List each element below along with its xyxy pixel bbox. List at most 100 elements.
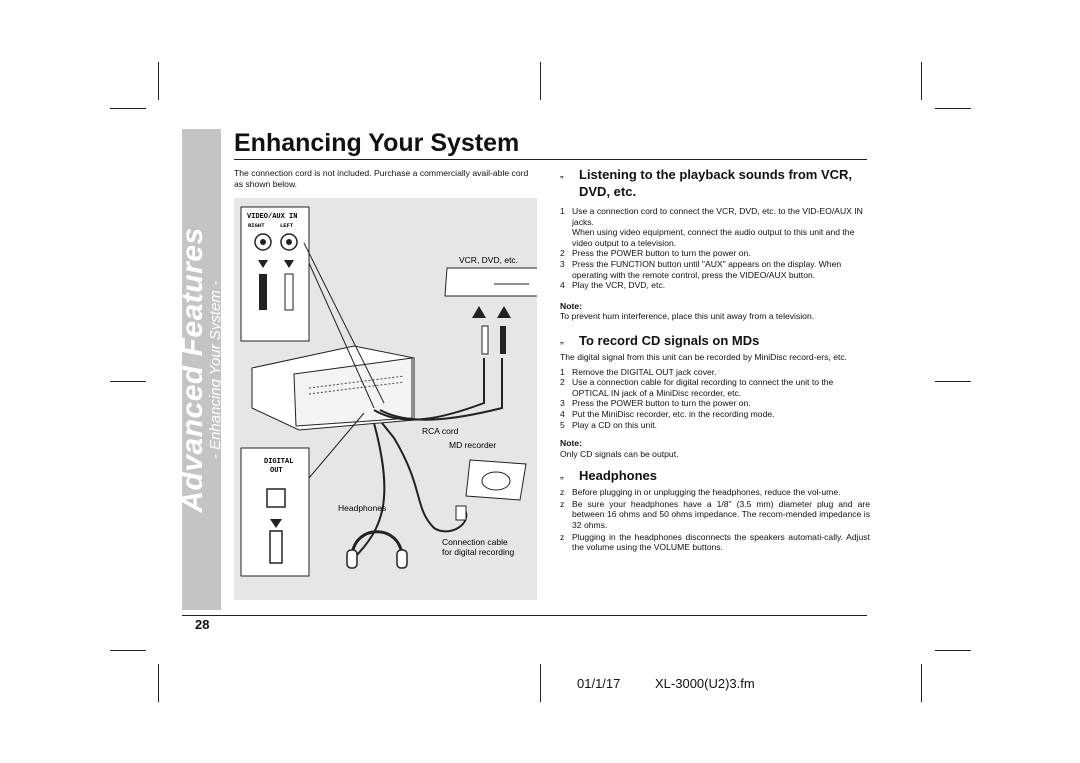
footer-date: 01/1/17: [577, 676, 621, 691]
page-number: 28: [195, 617, 210, 632]
cable-line: [308, 412, 365, 479]
list-item: 3 Press the POWER button to turn the powe…: [560, 398, 870, 409]
heading-bullet: „: [560, 168, 564, 180]
digital-out-label: OUT: [270, 467, 283, 475]
left-jack-center: [286, 239, 292, 245]
item-text: Before plugging in or unplugging the hea…: [572, 487, 841, 498]
note-label: Note:: [560, 438, 582, 449]
section-sidebar: [182, 129, 221, 610]
step-text: Press the FUNCTION button until "AUX" ap…: [572, 258, 842, 280]
right-jack-center: [260, 239, 266, 245]
heading-text: Listening to the playback sounds from VC…: [579, 167, 853, 199]
item-text: Plugging in the headphones disconnects t…: [572, 531, 870, 553]
step-text: Use a connection cable for digital recor…: [572, 377, 834, 398]
main-unit-back: [293, 357, 413, 427]
md-disc-icon: [481, 471, 511, 491]
optical-plug-icon: [455, 505, 467, 521]
step-number: 3: [560, 258, 565, 269]
step-text: Press the POWER button to turn the power…: [572, 248, 751, 259]
page-title: Enhancing Your System: [234, 129, 520, 157]
digital-recording-label: for digital recording: [442, 547, 515, 557]
bullet-mark: z: [560, 498, 565, 509]
step-number: 4: [560, 280, 565, 291]
crop-mark: [935, 108, 971, 109]
left-label: LEFT: [280, 222, 294, 229]
rca-cord-label: RCA cord: [422, 426, 459, 436]
step-text: Press the POWER button to turn the power…: [572, 398, 751, 409]
list-item: 2 Press the POWER button to turn the powe…: [560, 248, 870, 259]
cable-line: [308, 262, 375, 409]
note-text: Only CD signals can be output.: [560, 448, 679, 459]
title-divider: [234, 159, 867, 160]
step-number: 1: [560, 366, 565, 377]
arrow-up-icon: [497, 306, 511, 318]
video-aux-label-box: [246, 210, 301, 219]
crop-mark: [921, 62, 922, 100]
headphones-list: z Before plugging in or unplugging the he…: [560, 487, 870, 553]
headphones-icon: [350, 530, 404, 559]
intro-text: The connection cord is not included. Pur…: [234, 168, 529, 189]
crop-mark: [158, 62, 159, 100]
list-item: 1 Use a connection cord to connect the VC…: [560, 206, 870, 227]
steps-list-vcr: 1 Use a connection cord to connect the VC…: [560, 206, 870, 291]
connection-diagram: VIDEO/AUX IN RIGHT LEFT DIGITAL OUT VCR,…: [234, 198, 537, 600]
sidebar-label: Advanced Features - Enhancing Your Syste…: [176, 227, 224, 513]
digital-cable-line: [381, 422, 468, 533]
optical-jack-icon: [266, 488, 286, 508]
heading-bullet: „: [560, 333, 564, 346]
list-item: 5 Play a CD on this unit.: [560, 420, 870, 431]
note-label: Note:: [560, 300, 582, 311]
rca-cord-line: [379, 358, 503, 421]
rca-plug-icon: [284, 273, 294, 311]
connection-cable-label: Connection cable: [442, 537, 508, 547]
headphone-cord-line: [353, 422, 386, 559]
sidebar-title: Advanced Features: [176, 227, 209, 513]
crop-mark: [110, 108, 146, 109]
section-heading-md: „ To record CD signals on MDs: [560, 332, 870, 349]
section-heading-vcr: „ Listening to the playback sounds from …: [560, 166, 870, 200]
video-aux-panel: [240, 206, 310, 342]
crop-mark: [540, 62, 541, 100]
arrow-up-icon: [258, 260, 268, 268]
step-text: Put the MiniDisc recorder, etc. in the r…: [572, 408, 775, 419]
rca-plug-icon: [481, 325, 489, 355]
crop-mark: [935, 381, 971, 382]
step-text: Remove the DIGITAL OUT jack cover.: [572, 366, 717, 377]
step-number: 1: [560, 206, 565, 216]
item-text: Be sure your headphones have a 1/8" (3.5…: [572, 498, 870, 531]
list-item: z Be sure your headphones have a 1/8" (3.…: [560, 499, 870, 531]
arrow-up-icon: [472, 306, 486, 318]
step-text: Play a CD on this unit.: [572, 419, 658, 430]
step-number: [560, 227, 572, 248]
crop-mark: [921, 664, 922, 702]
instructions-column: „ Listening to the playback sounds from …: [560, 166, 870, 553]
crop-mark: [540, 664, 541, 702]
note-text: To prevent hum interference, place this …: [560, 311, 815, 322]
list-item: 4 Put the MiniDisc recorder, etc. in the …: [560, 409, 870, 420]
step-text: Use a connection cord to connect the VCR…: [572, 206, 863, 227]
crop-mark: [110, 381, 146, 382]
bullet-mark: z: [560, 531, 565, 542]
crop-mark: [110, 650, 146, 651]
vcr-icon: [444, 267, 537, 297]
video-aux-label: VIDEO/AUX IN: [247, 213, 297, 221]
arrow-up-icon: [270, 519, 282, 528]
list-item: 4 Play the VCR, DVD, etc.: [560, 280, 870, 291]
md-recorder-label: MD recorder: [449, 440, 496, 450]
step-number: 3: [560, 398, 565, 409]
list-item: 1 Remove the DIGITAL OUT jack cover.: [560, 367, 870, 378]
bottom-divider: [182, 615, 867, 616]
step-number: 5: [560, 419, 565, 430]
footer-filename: XL-3000(U2)3.fm: [655, 676, 755, 691]
digital-label: DIGITAL: [264, 458, 293, 466]
heading-text: To record CD signals on MDs: [579, 332, 760, 348]
step-number: 4: [560, 408, 565, 419]
rca-plug-icon: [259, 274, 267, 310]
section-intro: The digital signal from this unit can be…: [560, 351, 848, 362]
vcr-label: VCR, DVD, etc.: [459, 255, 518, 265]
step-number: 2: [560, 248, 565, 259]
heading-bullet: „: [560, 469, 564, 482]
step-text: Play the VCR, DVD, etc.: [572, 280, 666, 291]
